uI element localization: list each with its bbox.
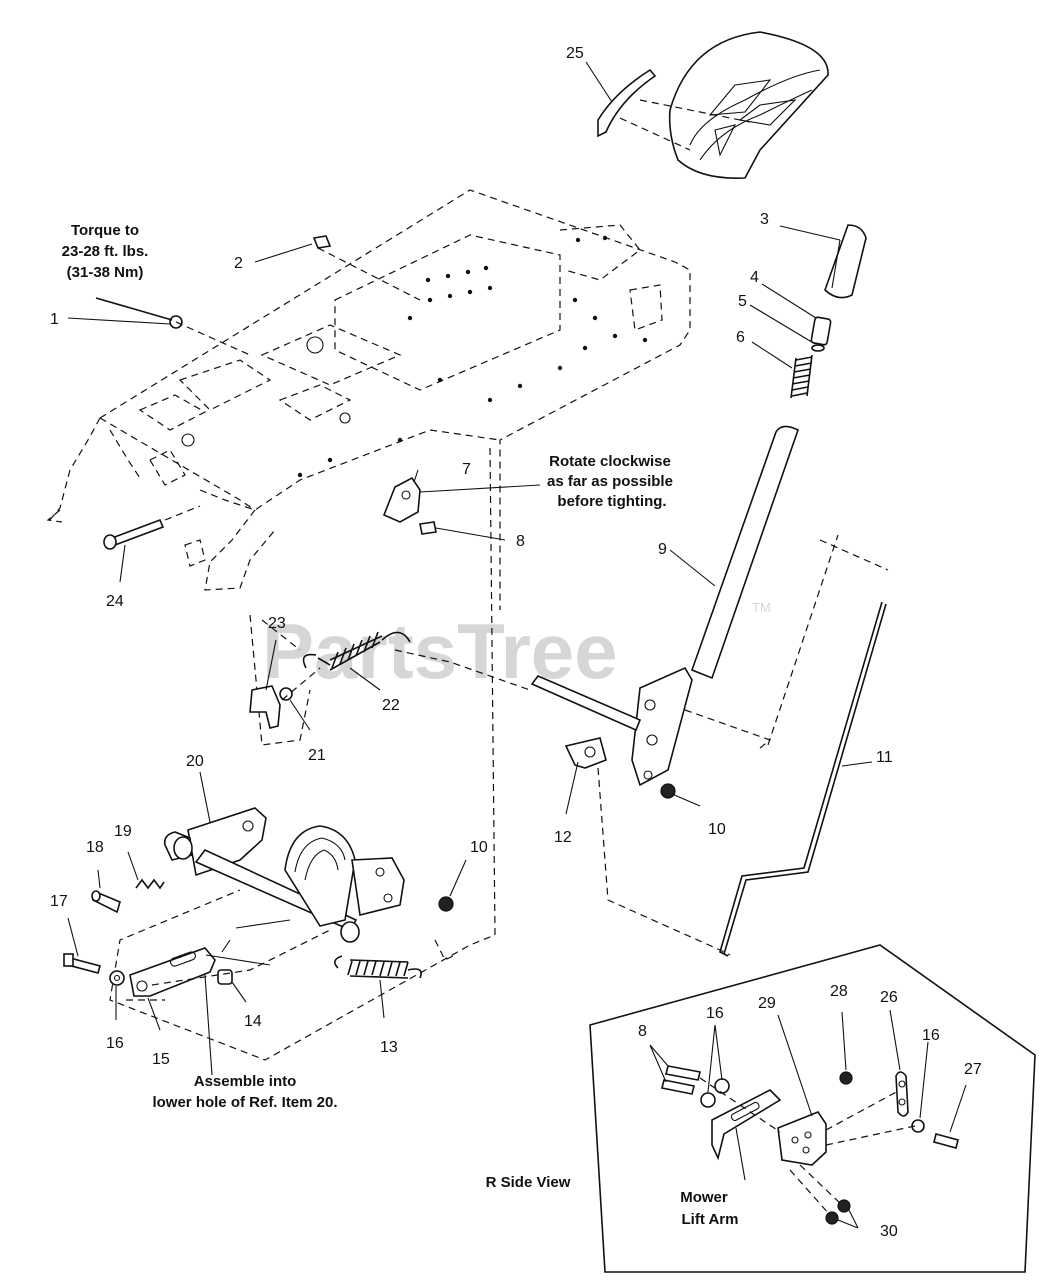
inset-part-27-bolt	[933, 1133, 959, 1149]
part-6-spring	[790, 354, 813, 399]
callout-29: 29	[758, 995, 776, 1012]
note-rotate: Rotate clockwise as far as possible befo…	[547, 453, 673, 510]
callout-16-inset-right: 16	[922, 1027, 940, 1044]
callout-26: 26	[880, 989, 898, 1006]
callout-7: 7	[462, 461, 471, 478]
part-7-cam-plate	[382, 476, 421, 523]
note-rotate-line2: as far as possible	[547, 473, 673, 490]
part-15-link	[129, 947, 216, 997]
side-view-label: R Side View	[486, 1174, 571, 1191]
note-assemble-line1: Assemble into	[194, 1073, 297, 1090]
callout-11: 11	[876, 749, 893, 766]
callout-30: 30	[880, 1223, 898, 1240]
inset-part-16-washer-right	[911, 1119, 925, 1133]
callout-19: 19	[114, 823, 132, 840]
part-14-spacer	[217, 969, 233, 985]
inset-part-28-nut	[839, 1071, 853, 1085]
callout-2: 2	[234, 255, 243, 272]
part-24-bolt	[103, 518, 165, 550]
note-mower-lift-arm: Mower Lift Arm	[680, 1189, 738, 1228]
note-torque-line1: Torque to	[71, 222, 139, 239]
part-8-bolt	[419, 521, 437, 535]
part-23-spring-bracket	[249, 685, 281, 729]
callout-10-upper: 10	[708, 821, 726, 838]
callout-23: 23	[268, 615, 286, 632]
callout-15: 15	[152, 1051, 170, 1068]
callout-4: 4	[750, 269, 759, 286]
callout-6: 6	[736, 329, 745, 346]
part-17-bolt	[63, 953, 101, 974]
callout-16-inset-mid: 16	[706, 1005, 724, 1022]
note-torque: Torque to 23-28 ft. lbs. (31-38 Nm)	[62, 222, 149, 281]
part-10-nut-upper	[660, 783, 676, 799]
frame	[46, 189, 691, 1061]
side-view-inset	[589, 944, 1036, 1273]
part-2-screw	[312, 235, 332, 249]
callout-17: 17	[50, 893, 68, 910]
callout-28: 28	[830, 983, 848, 1000]
callout-3: 3	[760, 211, 769, 228]
note-torque-line3: (31-38 Nm)	[67, 264, 144, 281]
part-19-hairpin	[135, 878, 165, 890]
part-25-trim-strip	[597, 68, 751, 151]
part-20-pivot-assembly	[163, 807, 405, 943]
inset-part-8-bolts	[661, 1065, 701, 1095]
watermark: PartsTree	[262, 607, 618, 695]
callout-24: 24	[106, 593, 124, 610]
callout-16-left: 16	[106, 1035, 124, 1052]
part-4-bushing	[810, 316, 832, 346]
part-3-handle-grip	[824, 224, 867, 299]
leader-lines	[67, 61, 873, 1076]
part-9-lift-lever	[530, 425, 799, 787]
part-10-nut-lower	[438, 896, 454, 912]
callout-numbers: 1 2 3 4 5 6 7 8 9 10 10 11 12 13 14 15 1…	[50, 45, 982, 1240]
part-5-washer	[811, 344, 825, 352]
inset-part-29-bracket	[777, 1111, 827, 1166]
inset-part-16-washers	[700, 1078, 730, 1108]
fender-top	[668, 31, 829, 179]
part-21-nut	[279, 687, 293, 701]
inset-mower-lift-arm	[711, 1089, 782, 1161]
callout-25: 25	[566, 45, 584, 62]
note-mower-line2: Lift Arm	[682, 1211, 739, 1228]
callout-22: 22	[382, 697, 400, 714]
note-assemble: Assemble into lower hole of Ref. Item 20…	[152, 1073, 337, 1111]
callout-5: 5	[738, 293, 747, 310]
note-assemble-line2: lower hole of Ref. Item 20.	[152, 1094, 337, 1111]
note-rotate-line1: Rotate clockwise	[549, 453, 671, 470]
note-torque-line2: 23-28 ft. lbs.	[62, 243, 149, 260]
watermark-tm: TM	[752, 600, 771, 615]
part-18-pin	[91, 890, 121, 914]
callout-27: 27	[964, 1061, 982, 1078]
callout-8: 8	[516, 533, 525, 550]
callout-10-lower: 10	[470, 839, 488, 856]
inset-part-26-link	[895, 1071, 909, 1117]
callout-20: 20	[186, 753, 204, 770]
note-mower-line1: Mower	[680, 1189, 728, 1206]
part-11-lift-rod	[719, 601, 887, 957]
part-16-washer-left	[109, 970, 125, 986]
part-22-extension-spring	[302, 631, 411, 671]
callout-13: 13	[380, 1039, 398, 1056]
part-12-bracket	[564, 737, 607, 769]
callout-21: 21	[308, 747, 326, 764]
inset-part-30-nuts	[825, 1199, 851, 1225]
part-13-spring	[334, 955, 422, 979]
note-rotate-line3: before tighting.	[557, 493, 666, 510]
callout-1: 1	[50, 311, 59, 328]
callout-9: 9	[658, 541, 667, 558]
callout-12: 12	[554, 829, 572, 846]
callout-14: 14	[244, 1013, 262, 1030]
callout-8-inset: 8	[638, 1023, 647, 1040]
callout-18: 18	[86, 839, 104, 856]
